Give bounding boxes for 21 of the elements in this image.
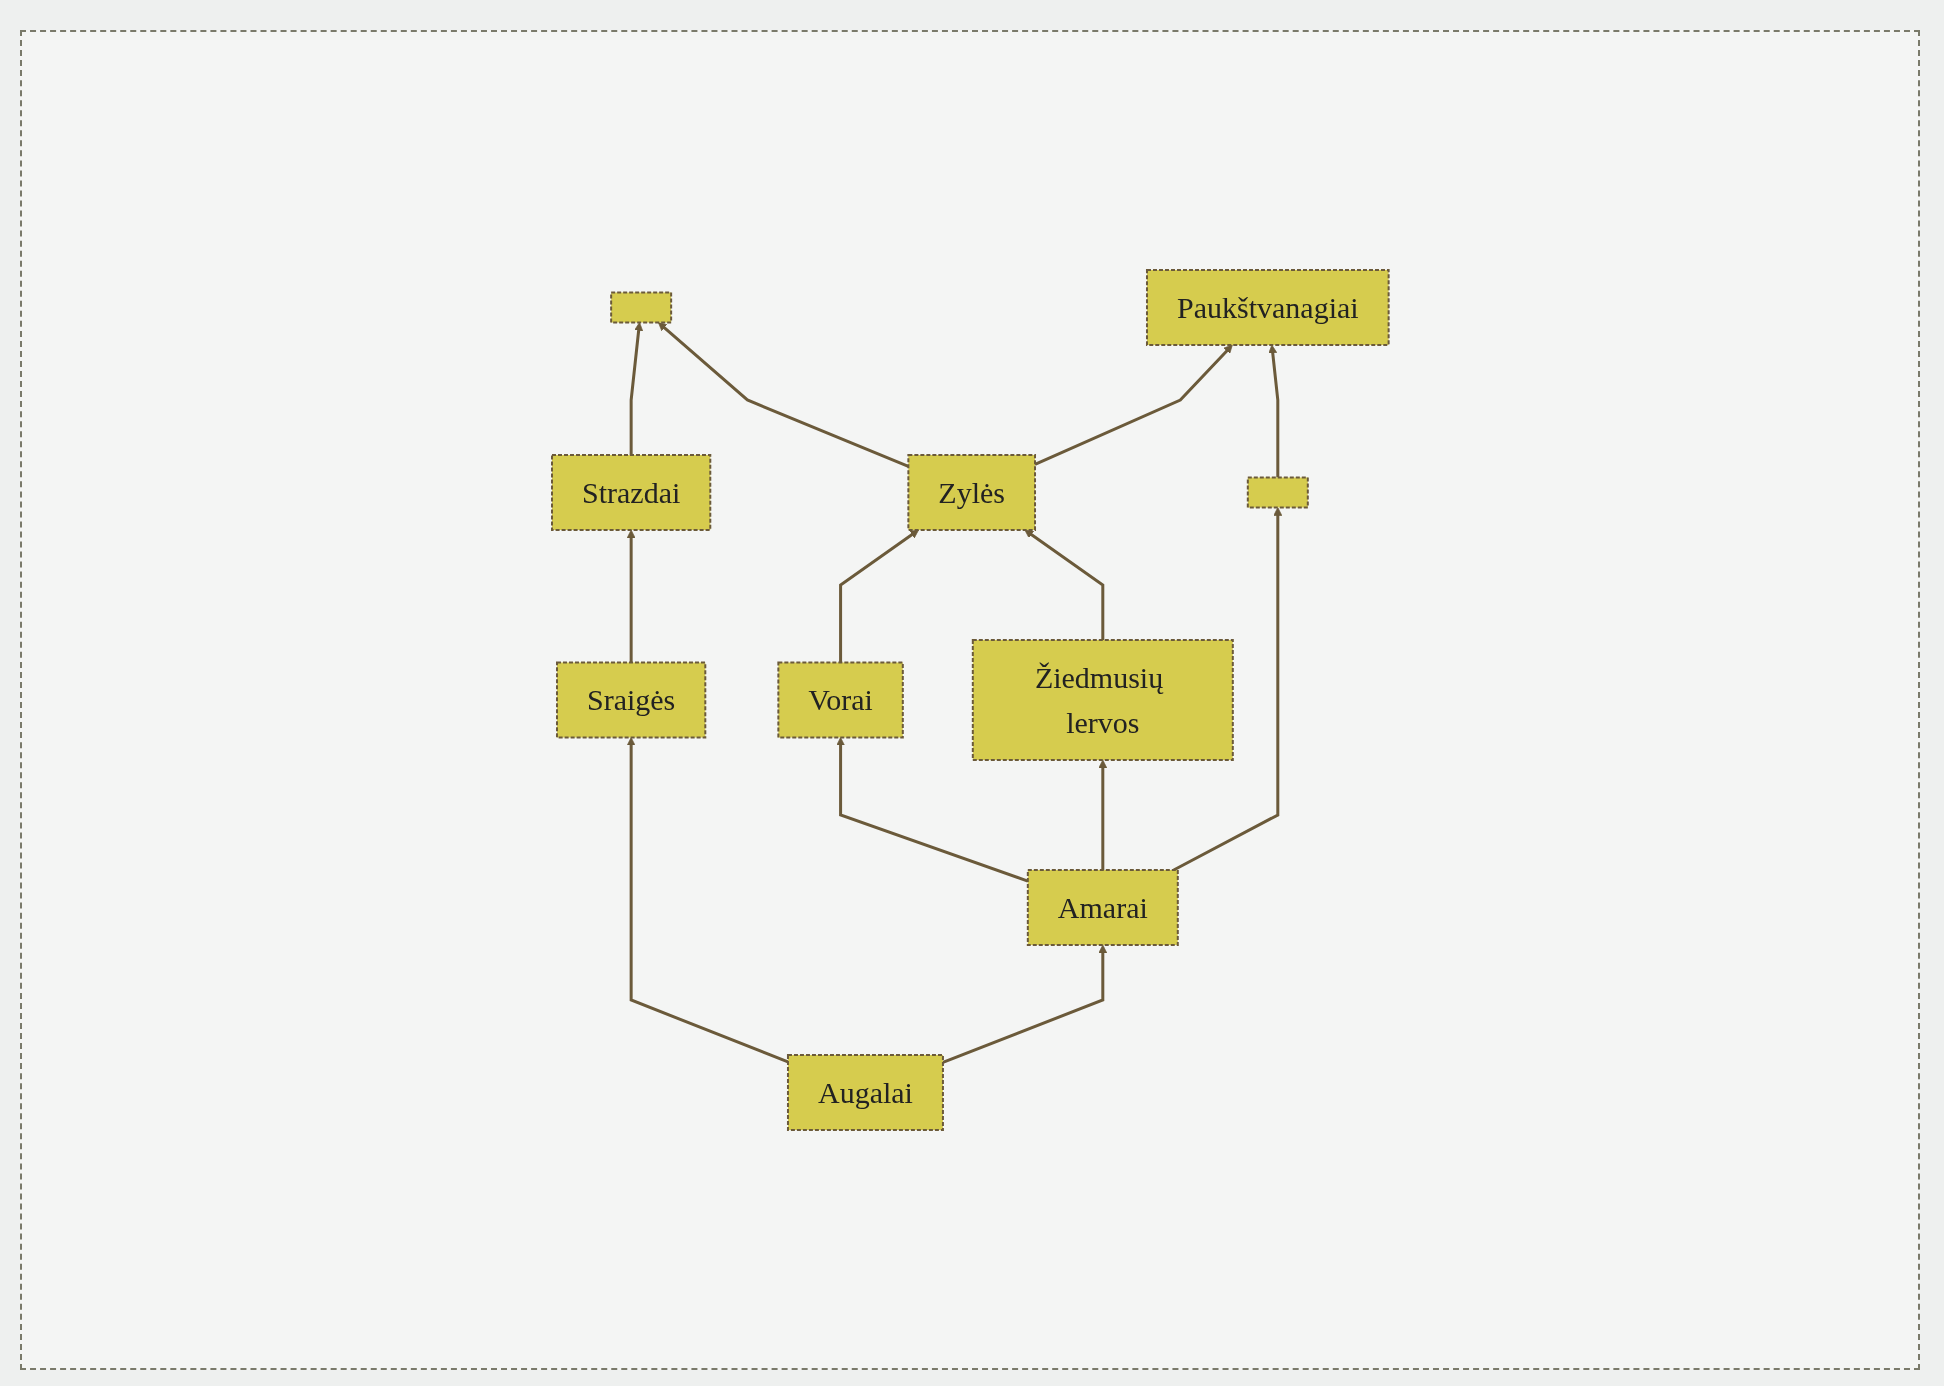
arrow xyxy=(629,322,643,455)
arrow xyxy=(657,322,909,468)
arrow xyxy=(838,529,919,663)
arrow xyxy=(1268,344,1279,478)
node-box: Amarai xyxy=(1026,869,1179,946)
node-box: Vorai xyxy=(777,661,904,739)
arrow xyxy=(1172,507,1282,872)
arrow xyxy=(835,737,1028,883)
node-box: Augalai xyxy=(786,1054,944,1131)
arrow xyxy=(942,944,1107,1064)
node-box xyxy=(1246,476,1309,509)
arrow xyxy=(1098,759,1107,870)
node-box: Paukštvanagiai xyxy=(1145,269,1390,346)
arrow xyxy=(1024,529,1104,640)
node-box: Zylės xyxy=(907,454,1036,531)
node-box: Strazdai xyxy=(550,454,711,531)
node-box: Sraigės xyxy=(555,661,706,739)
node-box xyxy=(609,291,672,324)
node-box: Žiedmusių lervos xyxy=(971,639,1234,761)
arrow xyxy=(626,529,636,663)
arrow xyxy=(1034,344,1233,466)
